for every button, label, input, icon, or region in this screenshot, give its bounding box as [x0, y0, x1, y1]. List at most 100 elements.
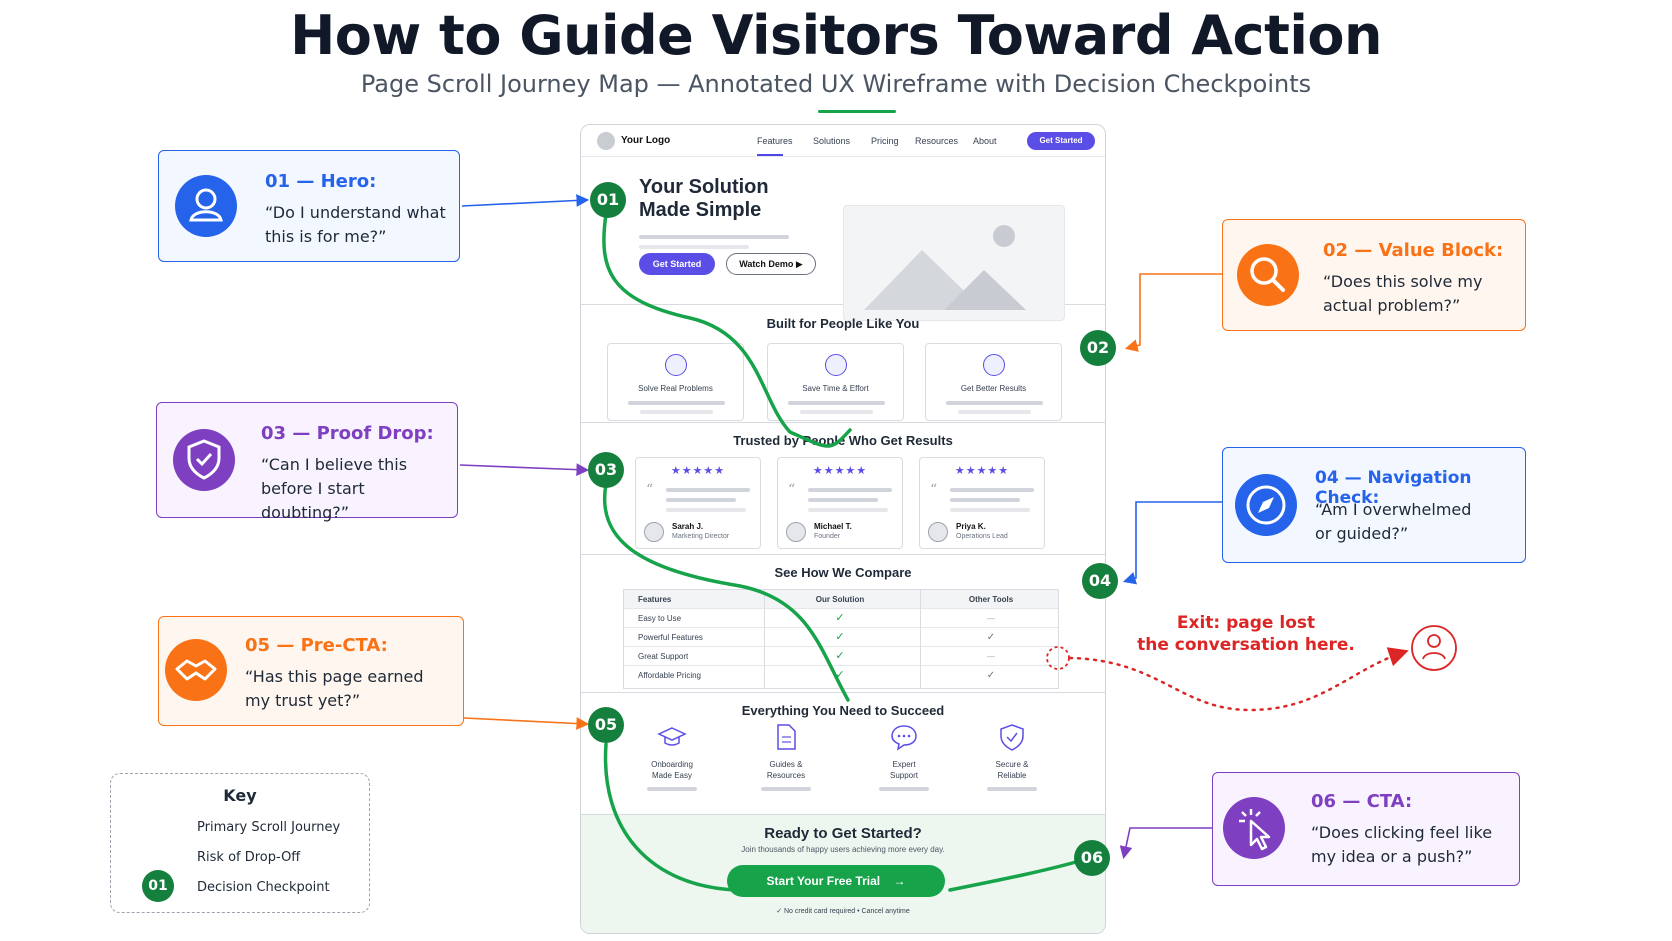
hero-get-started-button[interactable]: Get Started — [639, 253, 715, 275]
key-title: Key — [223, 786, 257, 805]
callout-title: 06 — CTA: — [1311, 791, 1413, 812]
hero-text-placeholder — [639, 235, 789, 239]
table-header: Other Tools — [968, 595, 1014, 604]
connector-05 — [463, 717, 590, 730]
nav-item-about[interactable]: About — [973, 136, 997, 146]
wireframe-resources-block: Everything You Need to Succeed Onboardin… — [581, 693, 1105, 815]
hero-headline-line2: Made Simple — [639, 199, 762, 221]
arrow-right-icon: → — [893, 874, 906, 888]
connector-03 — [459, 463, 590, 477]
start-free-trial-button[interactable]: Start Your Free Trial → — [727, 865, 945, 897]
star-rating: ★★★★★ — [670, 465, 726, 477]
checkpoint-02: 02 — [1080, 330, 1116, 366]
logo-circle — [597, 132, 615, 150]
wireframe-cta-block: Ready to Get Started? Join thousands of … — [581, 815, 1105, 933]
nav-active-underline — [757, 154, 783, 156]
document-icon — [777, 724, 796, 750]
callout-title: 04 — Navigation Check: — [1315, 468, 1472, 508]
value-card: Get Better Results — [925, 343, 1062, 421]
connector-02 — [1124, 273, 1222, 352]
logo-text: Your Logo — [621, 135, 671, 146]
table-row: Great Support ✓ — — [624, 647, 1058, 666]
avatar — [786, 522, 806, 542]
resource-label: Guides &Resources — [766, 760, 806, 780]
testimonial-name: Michael T. — [814, 522, 852, 531]
testimonial-role: Operations Lead — [956, 533, 1008, 540]
nav-get-started-button[interactable]: Get Started — [1027, 132, 1095, 150]
value-block-title: Built for People Like You — [766, 316, 920, 331]
page-subtitle: Page Scroll Journey Map — Annotated UX W… — [360, 70, 1312, 98]
table-cell: Affordable Pricing — [638, 671, 701, 680]
dash-icon: — — [987, 614, 995, 623]
testimonial-card: ★★★★★ “ Sarah J. Marketing Director — [635, 457, 761, 549]
quote-icon: “ — [930, 482, 938, 498]
checkpoint-03: 03 — [588, 452, 624, 488]
value-card-label: Solve Real Problems — [638, 384, 713, 393]
checkpoint-05: 05 — [588, 707, 624, 743]
hero-text-placeholder — [639, 245, 749, 249]
graduation-cap-icon — [657, 727, 687, 746]
nav-item-solutions[interactable]: Solutions — [813, 136, 851, 146]
search-icon — [1237, 244, 1299, 306]
star-rating: ★★★★★ — [954, 465, 1010, 477]
hero-image-placeholder — [843, 205, 1065, 321]
compass-icon — [1235, 474, 1297, 536]
testimonial-name: Sarah J. — [672, 522, 704, 531]
table-header: Features — [638, 595, 672, 604]
chat-bubble-icon — [891, 725, 917, 751]
value-card: Save Time & Effort — [767, 343, 904, 421]
testimonial-role: Founder — [814, 533, 841, 540]
avatar — [644, 522, 664, 542]
quote-icon: “ — [646, 482, 654, 498]
exit-user-icon — [1411, 625, 1457, 671]
check-icon: ✓ — [835, 631, 845, 643]
cta-subtext: Join thousands of happy users achieving … — [741, 845, 945, 854]
shield-icon — [1000, 724, 1024, 751]
callout-title: 03 — Proof Drop: — [261, 423, 434, 444]
nav-item-features[interactable]: Features — [757, 136, 793, 146]
resource-label: Secure &Reliable — [995, 760, 1029, 780]
callout-title: 01 — Hero: — [265, 171, 377, 192]
check-icon: ✓ — [986, 632, 996, 643]
callout-title: 02 — Value Block: — [1323, 240, 1504, 261]
table-row: Affordable Pricing ✓ ✓ — [624, 666, 1058, 685]
page-title: How to Guide Visitors Toward Action — [290, 4, 1382, 67]
nav-item-resources[interactable]: Resources — [915, 136, 959, 146]
user-icon — [175, 175, 237, 237]
value-card: Solve Real Problems — [607, 343, 744, 421]
wireframe-nav: Your Logo Features Solutions Pricing Res… — [581, 125, 1105, 157]
checkpoint-01: 01 — [590, 182, 626, 218]
resource-item: Secure &Reliable — [967, 721, 1057, 801]
key-item-dropoff: Risk of Drop-Off — [197, 850, 301, 865]
value-card-label: Save Time & Effort — [802, 384, 869, 393]
nav-item-pricing[interactable]: Pricing — [871, 136, 899, 146]
check-icon: ✓ — [835, 612, 845, 624]
compare-block-title: See How We Compare — [774, 565, 912, 580]
table-header-row: Features Our Solution Other Tools — [624, 590, 1058, 609]
avatar — [928, 522, 948, 542]
connector-04 — [1122, 501, 1222, 585]
checkpoint-06: 06 — [1074, 840, 1110, 876]
value-card-label: Get Better Results — [960, 384, 1027, 393]
callout-navigation-check: 04 — Navigation Check: “Am I overwhelmed… — [1222, 447, 1526, 563]
hero-watch-demo-button[interactable]: Watch Demo ▶ — [726, 253, 816, 275]
chart-icon — [983, 354, 1005, 376]
cursor-click-icon — [1223, 797, 1285, 859]
cta-headline: Ready to Get Started? — [764, 825, 922, 842]
handshake-icon — [165, 639, 227, 701]
page-wireframe: Your Logo Features Solutions Pricing Res… — [580, 124, 1106, 934]
target-icon — [665, 354, 687, 376]
proof-block-title: Trusted by People Who Get Results — [733, 433, 953, 448]
checkpoint-04: 04 — [1082, 563, 1118, 599]
connector-06 — [1119, 827, 1212, 860]
table-cell: Easy to Use — [638, 614, 682, 623]
table-row: Powerful Features ✓ ✓ — [624, 628, 1058, 647]
